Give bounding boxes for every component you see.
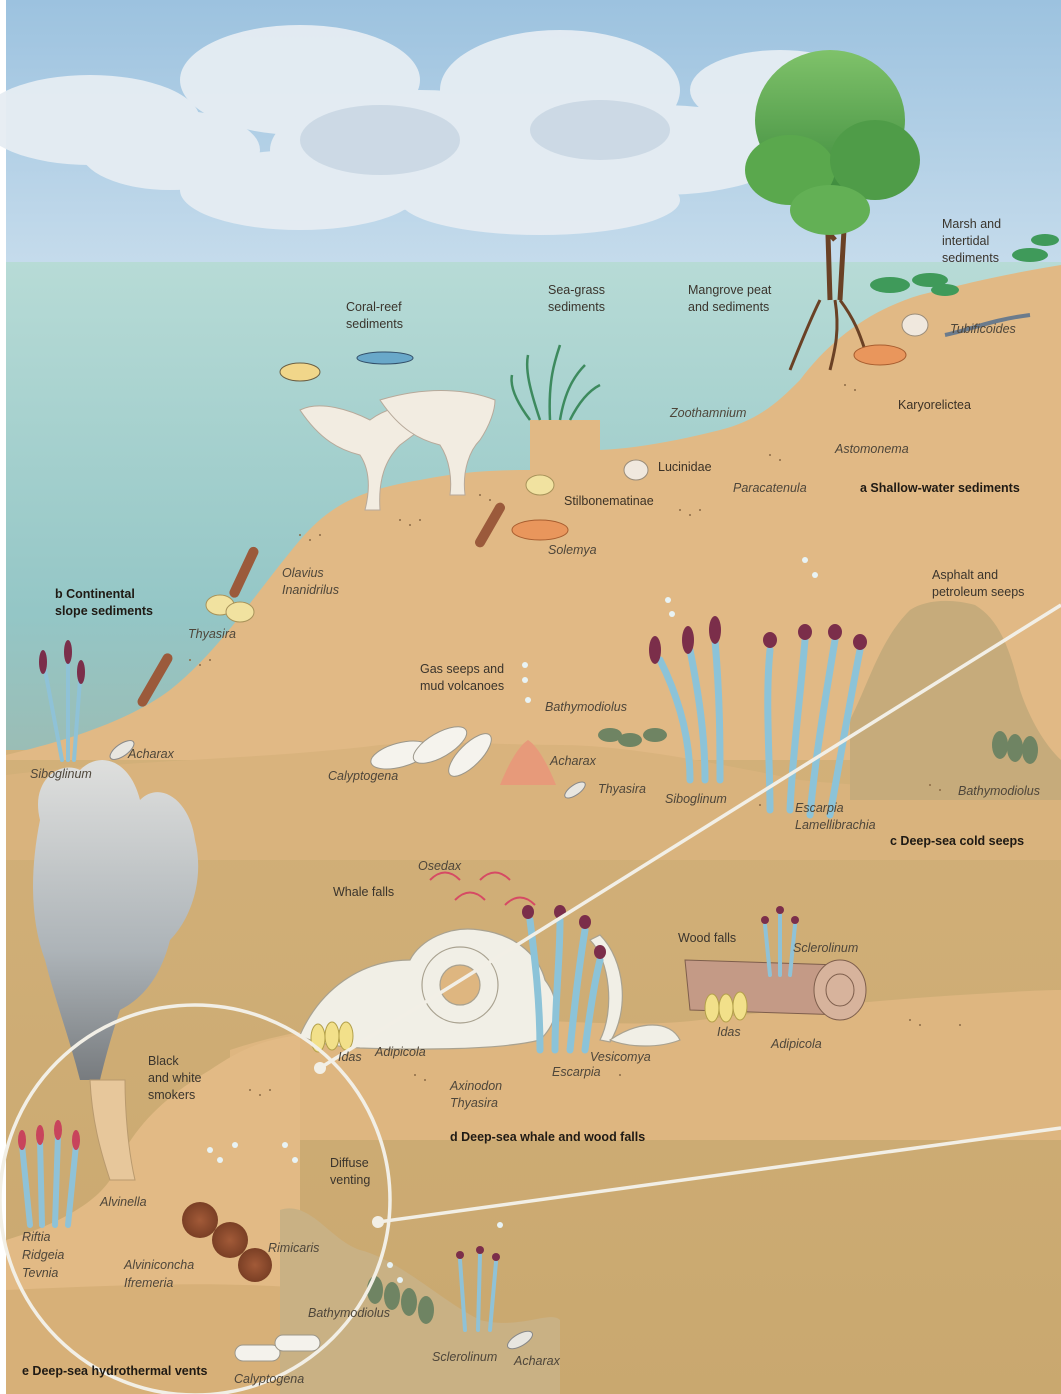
label-adipicola-wood: Adipicola [771, 1036, 822, 1052]
label-bathymodiolus-seep: Bathymodiolus [545, 699, 627, 715]
label-escarpia-seep: Escarpia [795, 800, 844, 816]
label-siboglinum-seep: Siboglinum [665, 791, 727, 807]
section-c-title: c Deep-sea cold seeps [890, 833, 1024, 849]
label-bathymodiolus-vent: Bathymodiolus [308, 1305, 390, 1321]
label-osedax: Osedax [418, 858, 461, 874]
section-b-title-line1: b Continental [55, 586, 135, 602]
habitat-coral-2: sediments [346, 316, 403, 332]
habitat-marsh-3: sediments [942, 250, 999, 266]
label-inanidrilus: Inanidrilus [282, 582, 339, 598]
shell-lucinidae [624, 460, 648, 480]
habitat-asphalt-2: petroleum seeps [932, 584, 1024, 600]
label-ridgeia: Ridgeia [22, 1247, 64, 1263]
habitat-marsh-2: intertidal [942, 233, 989, 249]
label-thyasira-slope: Thyasira [188, 626, 236, 642]
habitat-mangrove-2: and sediments [688, 299, 769, 315]
label-acharax-vent: Acharax [514, 1353, 560, 1369]
label-calyptogena-seep: Calyptogena [328, 768, 398, 784]
label-rimicaris: Rimicaris [268, 1240, 319, 1256]
label-vesicomya: Vesicomya [590, 1049, 651, 1065]
habitat-coral-1: Coral-reef [346, 299, 402, 315]
section-b-title-line2: slope sediments [55, 603, 153, 619]
label-zoothamnium: Zoothamnium [670, 405, 746, 421]
label-karyorelictea: Karyorelictea [898, 397, 971, 413]
shell-tubificoides-clam [902, 314, 928, 336]
shell-solemya [512, 520, 568, 540]
section-d-title: d Deep-sea whale and wood falls [450, 1129, 645, 1145]
habitat-wood: Wood falls [678, 930, 736, 946]
habitat-smokers-1: Black [148, 1053, 179, 1069]
label-alviniconcha: Alviniconcha [124, 1257, 194, 1273]
label-tevnia: Tevnia [22, 1265, 58, 1281]
section-a-title: a Shallow-water sediments [860, 480, 1020, 496]
habitat-whale: Whale falls [333, 884, 394, 900]
label-sclerolinum-wood: Sclerolinum [793, 940, 858, 956]
label-escarpia-whale: Escarpia [552, 1064, 601, 1080]
label-lucinidae: Lucinidae [658, 459, 712, 475]
label-solemya: Solemya [548, 542, 597, 558]
habitat-smokers-3: smokers [148, 1087, 195, 1103]
habitat-asphalt-1: Asphalt and [932, 567, 998, 583]
label-idas-wood: Idas [717, 1024, 741, 1040]
label-thyasira-seep: Thyasira [598, 781, 646, 797]
habitat-seagrass-1: Sea-grass [548, 282, 605, 298]
label-ifremeria: Ifremeria [124, 1275, 173, 1291]
label-olavius: Olavius [282, 565, 324, 581]
label-paracatenula: Paracatenula [733, 480, 807, 496]
label-thyasira-whale: Thyasira [450, 1095, 498, 1111]
habitat-marsh-1: Marsh and [942, 216, 1001, 232]
label-adipicola-whale: Adipicola [375, 1044, 426, 1060]
label-alvinella: Alvinella [100, 1194, 147, 1210]
section-e-title: e Deep-sea hydrothermal vents [22, 1363, 208, 1379]
label-idas-whale: Idas [338, 1049, 362, 1065]
label-axinodon: Axinodon [450, 1078, 502, 1094]
habitat-gas-2: mud volcanoes [420, 678, 504, 694]
habitat-diffuse-2: venting [330, 1172, 370, 1188]
shell-karyorelictea-clam [854, 345, 906, 365]
habitat-diffuse-1: Diffuse [330, 1155, 369, 1171]
label-calyptogena-vent: Calyptogena [234, 1371, 304, 1387]
habitat-gas-1: Gas seeps and [420, 661, 504, 677]
habitat-mangrove-1: Mangrove peat [688, 282, 771, 298]
label-riftia: Riftia [22, 1229, 50, 1245]
label-sclerolinum-vent: Sclerolinum [432, 1349, 497, 1365]
label-stilbonematinae: Stilbonematinae [564, 493, 654, 509]
label-tubificoides: Tubificoides [950, 321, 1016, 337]
label-acharax-slope: Acharax [128, 746, 174, 762]
label-bathymodiolus-asphalt: Bathymodiolus [958, 783, 1040, 799]
label-lamellibrachia: Lamellibrachia [795, 817, 876, 833]
habitat-smokers-2: and white [148, 1070, 202, 1086]
label-siboglinum-slope: Siboglinum [30, 766, 92, 782]
label-acharax-seep: Acharax [550, 753, 596, 769]
label-astomonema: Astomonema [835, 441, 909, 457]
habitat-seagrass-2: sediments [548, 299, 605, 315]
